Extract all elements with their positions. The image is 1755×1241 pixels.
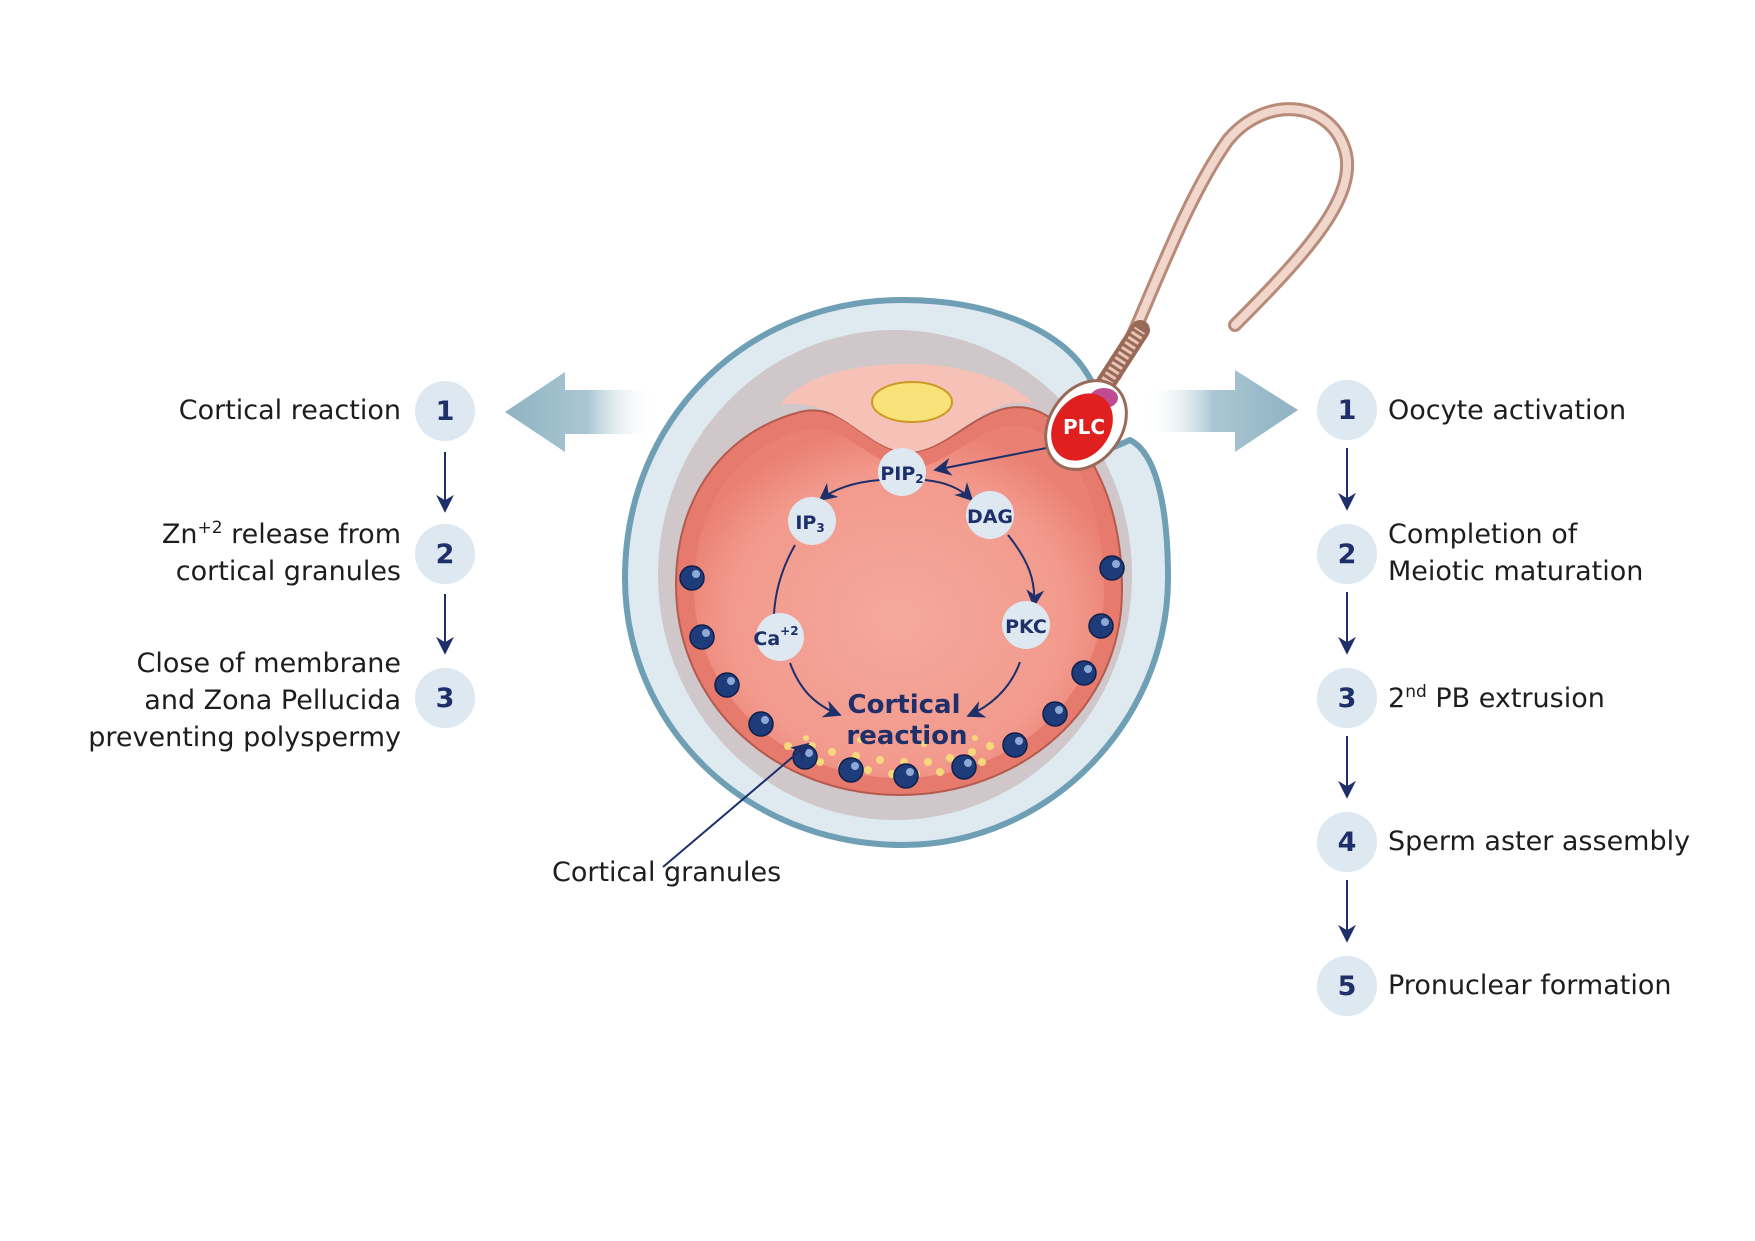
left-step-3-label: Close of membrane and Zona Pellucida pre…: [88, 645, 401, 756]
right-step-2-line2: Meiotic maturation: [1388, 556, 1644, 587]
right-step-1-label: Oocyte activation: [1388, 395, 1627, 426]
cortical-granule: [1099, 555, 1125, 581]
right-step-2-number: 2: [1317, 524, 1377, 584]
cortical-granule: [689, 624, 715, 650]
left-step-2-number: 2: [415, 524, 475, 584]
svg-text:PKC: PKC: [1005, 616, 1047, 638]
right-big-arrow: [1145, 370, 1298, 452]
left-step-3-line3: preventing polyspermy: [88, 722, 401, 753]
pip2-node: PIP2: [878, 448, 926, 496]
cortical-granule-highlight: [851, 762, 859, 770]
svg-text:DAG: DAG: [967, 506, 1013, 528]
left-big-arrow: [505, 372, 655, 452]
cortical-granule: [714, 672, 740, 698]
dag-node: DAG: [966, 491, 1014, 539]
cortical-granules: [679, 555, 1125, 789]
right-step-1-number: 1: [1317, 380, 1377, 440]
svg-text:Ca+2: Ca+2: [753, 624, 798, 650]
cortical-granule-highlight: [1112, 560, 1120, 568]
cortical-granule-highlight: [805, 749, 813, 757]
left-step-2-line2: cortical granules: [175, 556, 401, 587]
cortical-granule-highlight: [1015, 737, 1023, 745]
cortical-granule: [893, 763, 919, 789]
cortical-granule-highlight: [906, 768, 914, 776]
cortical-granule: [1071, 660, 1097, 686]
right-step-5-number: 5: [1317, 956, 1377, 1016]
cortical-granule: [951, 754, 977, 780]
left-step-3-number: 3: [415, 668, 475, 728]
right-step-4-number: 4: [1317, 812, 1377, 872]
left-step-1-number: 1: [415, 381, 475, 441]
cortical-reaction-center-label-2: reaction: [846, 721, 967, 751]
cortical-granule: [748, 711, 774, 737]
signaling-arrows: [662, 439, 1088, 868]
cortical-granule: [1088, 613, 1114, 639]
cortical-granule-highlight: [702, 629, 710, 637]
plc-label: PLC: [1063, 415, 1105, 439]
cortical-granule: [1002, 732, 1028, 758]
ip3-node: IP3: [788, 497, 836, 545]
plc-head: [1051, 393, 1113, 461]
left-step-2-label: Zn+2 release from cortical granules: [162, 516, 401, 590]
sperm: PLC: [1044, 102, 1355, 471]
cortical-granule-highlight: [727, 677, 735, 685]
right-step-3-number: 3: [1317, 668, 1377, 728]
right-step-2-label: Completion of Meiotic maturation: [1388, 516, 1643, 590]
right-step-2-line1: Completion of: [1388, 519, 1578, 550]
right-step-4-label: Sperm aster assembly: [1388, 826, 1691, 857]
cortical-granule-highlight: [1055, 706, 1063, 714]
cortical-granule-highlight: [1084, 665, 1092, 673]
cortical-granule-highlight: [964, 759, 972, 767]
cortical-granule: [1042, 701, 1068, 727]
polar-body: [871, 381, 953, 423]
right-step-3-label: 2nd PB extrusion: [1388, 682, 1605, 714]
cortical-granule-highlight: [761, 716, 769, 724]
left-step-2-line1: Zn+2 release from: [161, 518, 401, 550]
svg-text:PIP2: PIP2: [880, 463, 923, 486]
left-step-1-label: Cortical reaction: [178, 395, 401, 426]
left-step-3-line1: Close of membrane: [136, 648, 401, 679]
cortical-reaction-center-label: Cortical: [848, 690, 961, 720]
cortical-granules-label: Cortical granules: [552, 857, 782, 888]
left-step-3-line2: and Zona Pellucida: [144, 685, 401, 716]
cortical-granule: [838, 757, 864, 783]
cortical-granule-highlight: [1101, 618, 1109, 626]
cortical-granule: [792, 744, 818, 770]
right-step-5-label: Pronuclear formation: [1388, 970, 1672, 1001]
pkc-node: PKC: [1002, 601, 1050, 649]
svg-text:IP3: IP3: [795, 512, 824, 535]
cortical-granule: [679, 565, 705, 591]
cortical-granule-highlight: [692, 570, 700, 578]
ca2-node: Ca+2: [753, 613, 804, 661]
